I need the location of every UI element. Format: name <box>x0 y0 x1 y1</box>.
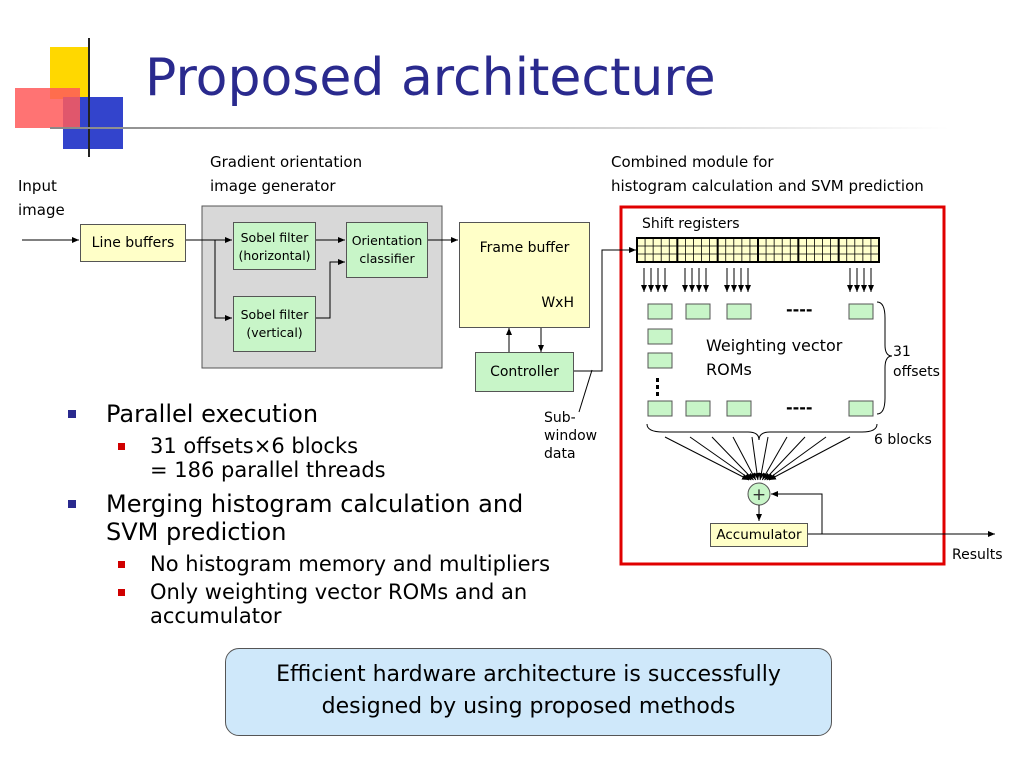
sobel-horizontal-box: Sobel filter (horizontal) <box>233 222 316 270</box>
bullet-merging-line1: Merging histogram calculation and <box>106 490 524 518</box>
subwindow-pointer <box>578 369 593 413</box>
sub-bullet-roms-line1: Only weighting vector ROMs and an <box>150 580 528 604</box>
bullet-list: Parallel execution 31 offsets×6 blocks =… <box>68 400 608 632</box>
bullet-marker <box>68 410 76 418</box>
weighting-line2: ROMs <box>706 360 752 379</box>
rom-cell <box>726 400 752 417</box>
line-buffers-label: Line buffers <box>91 235 175 251</box>
orientation-classifier-box: Orientation classifier <box>346 222 428 278</box>
sobel-v-to-orient-arrow <box>316 259 345 319</box>
fan-in-arrow <box>689 436 752 481</box>
controller-to-shift-arrow <box>574 247 636 372</box>
page-title: Proposed architecture <box>145 48 716 108</box>
rom-cell <box>848 303 874 320</box>
input-label-line1: Input <box>18 177 57 195</box>
fan-in-arrow <box>711 436 754 481</box>
gradient-title-line2: image generator <box>210 177 336 195</box>
gradient-title-line1: Gradient orientation <box>210 153 363 171</box>
dashes-top: ---- <box>786 300 813 319</box>
combined-module-frame <box>619 205 946 566</box>
sub-bullet-no-memory-text: No histogram memory and multipliers <box>150 552 551 576</box>
bullet-merging-line2: SVM prediction <box>106 518 287 546</box>
combined-title-line1: Combined module for <box>611 153 774 171</box>
rom-cell <box>848 400 874 417</box>
bullet-merging: Merging histogram calculation and SVM pr… <box>68 490 608 546</box>
sobel-v-line2: (vertical) <box>246 325 303 340</box>
line-buffers-box: Line buffers <box>80 224 186 262</box>
subwindow-line3: data <box>544 446 576 462</box>
callout-line1: Efficient hardware architecture is succe… <box>276 662 781 687</box>
adder-plus-icon: + <box>752 485 766 505</box>
rom-cell <box>647 303 673 320</box>
rom-cell <box>647 352 673 369</box>
accumulator-label: Accumulator <box>716 527 802 543</box>
input-label-line2: image <box>18 201 65 219</box>
orient-line1: Orientation <box>351 233 423 248</box>
fan-in-arrows <box>664 436 851 481</box>
rom-cell <box>726 303 752 320</box>
orient-line2: classifier <box>359 251 415 266</box>
lb-to-sobel-v-arrow <box>214 240 232 321</box>
shift-registers-label: Shift registers <box>642 216 740 232</box>
sobel-h-line2: (horizontal) <box>238 248 311 263</box>
sub-bullet-roms-line2: accumulator <box>150 604 282 628</box>
sub-bullet-marker <box>118 443 125 450</box>
results-label: Results <box>952 547 1003 563</box>
frame-buffer-box: Frame buffer WxH <box>459 222 590 328</box>
subwindow-line2: window <box>544 428 598 444</box>
fan-in-arrow <box>758 436 769 481</box>
fan-in-arrow <box>732 436 757 481</box>
blocks-brace <box>646 423 878 441</box>
accumulator-box: Accumulator <box>710 523 808 547</box>
logo-red-block <box>15 88 80 128</box>
sub-bullet-threads-line2: = 186 parallel threads <box>150 458 386 482</box>
sobel-h-line1: Sobel filter <box>240 230 309 245</box>
shift-register-arrows <box>641 268 874 292</box>
bullet-marker <box>68 500 76 508</box>
fan-in-arrow <box>664 436 750 481</box>
fan-in-arrow <box>761 436 788 481</box>
shift-register-array <box>636 237 880 263</box>
blocks-label: 6 blocks <box>874 432 932 448</box>
combined-title-line2: histogram calculation and SVM prediction <box>611 177 924 195</box>
rom-cell <box>685 400 711 417</box>
callout-line2: designed by using proposed methods <box>321 694 736 719</box>
controller-label: Controller <box>490 364 559 380</box>
bullet-parallel-text: Parallel execution <box>106 400 319 428</box>
weighting-line1: Weighting vector <box>706 336 843 355</box>
rom-cell <box>647 400 673 417</box>
fan-in-arrow <box>764 436 806 481</box>
sub-bullet-marker <box>118 561 125 568</box>
conclusion-callout: Efficient hardware architecture is succe… <box>225 648 832 736</box>
rom-cell <box>647 328 673 345</box>
weighting-rom-grid <box>647 303 874 417</box>
frame-size-label: WxH <box>541 295 574 311</box>
sub-bullet-roms: Only weighting vector ROMs and an accumu… <box>68 580 608 628</box>
frame-buffer-label: Frame buffer <box>479 240 570 256</box>
fan-in-arrow <box>751 436 760 481</box>
rom-cell <box>685 303 711 320</box>
sobel-v-line1: Sobel filter <box>240 307 309 322</box>
dashes-bottom: ---- <box>786 398 813 417</box>
controller-box: Controller <box>475 352 574 392</box>
sub-bullet-no-memory: No histogram memory and multipliers <box>68 552 608 576</box>
fan-in-arrow <box>768 436 851 481</box>
vertical-ellipsis <box>656 378 659 396</box>
offsets-line2: offsets <box>893 364 940 380</box>
bullet-parallel: Parallel execution <box>68 400 608 428</box>
offsets-brace <box>876 301 893 415</box>
sub-bullet-marker <box>118 589 125 596</box>
title-underline <box>50 127 950 129</box>
fan-in-arrow <box>766 436 827 481</box>
sub-bullet-threads: 31 offsets×6 blocks = 186 parallel threa… <box>68 434 608 482</box>
subwindow-line1: Sub- <box>544 410 576 426</box>
sobel-vertical-box: Sobel filter (vertical) <box>233 296 316 352</box>
sub-bullet-threads-line1: 31 offsets×6 blocks <box>150 434 359 458</box>
offsets-line1: 31 <box>893 344 911 360</box>
